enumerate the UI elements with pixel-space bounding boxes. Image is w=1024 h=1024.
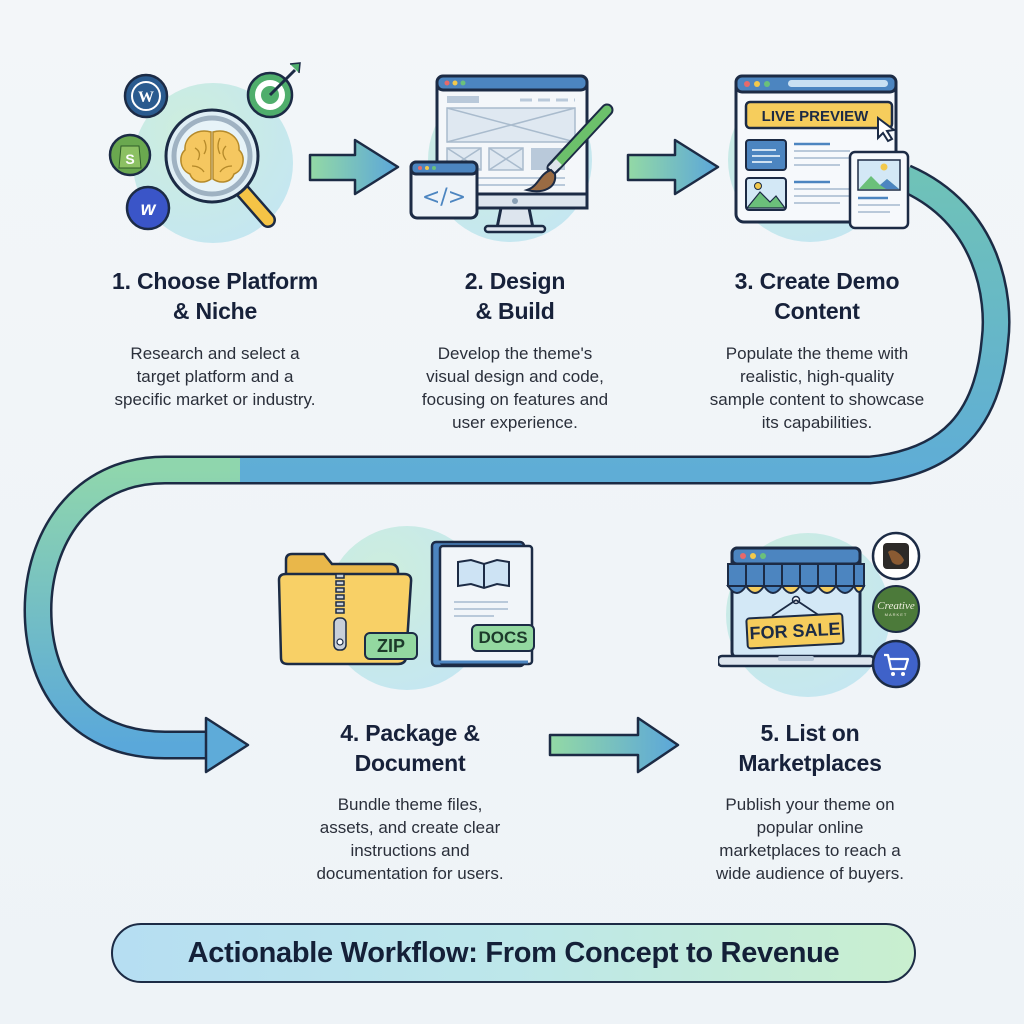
creative-market-icon: Creative MARKET <box>872 585 920 633</box>
curve-left <box>23 455 250 774</box>
creative-market-sublabel: MARKET <box>884 611 908 617</box>
step3-title: 3. Create Demo Content <box>734 268 900 324</box>
zip-label: ZIP <box>364 632 418 660</box>
svg-text:w: w <box>141 199 157 220</box>
step4-title: 4. Package & Document <box>340 720 480 776</box>
banner-text: Actionable Workflow: From Concept to Rev… <box>187 936 840 969</box>
arrow-2-3 <box>626 138 720 196</box>
docs-book-icon <box>430 540 534 668</box>
step1-title: 1. Choose Platform & Niche <box>112 268 318 324</box>
webflow-icon: w <box>125 185 171 231</box>
svg-text:W: W <box>138 89 154 106</box>
step3-description: Populate the theme with realistic, high-… <box>709 344 925 432</box>
arrow-1-2 <box>308 138 400 196</box>
svg-text:</>: </> <box>422 185 466 210</box>
paintbrush-icon <box>523 103 614 193</box>
target-icon <box>246 62 301 119</box>
mobile-card-icon <box>848 150 910 230</box>
step2-description: Develop the theme's visual design and co… <box>421 344 609 432</box>
browser-preview-icon: LIVE PREVIEW <box>734 74 910 230</box>
awning-icon <box>726 563 866 594</box>
shopify-icon: S <box>108 133 152 177</box>
step1-description: Research and select a target platform an… <box>114 344 316 409</box>
wordpress-icon: W <box>123 73 169 119</box>
live-preview-label: LIVE PREVIEW <box>762 108 870 125</box>
workflow-banner: Actionable Workflow: From Concept to Rev… <box>111 923 916 983</box>
step5-title: 5. List on Marketplaces <box>738 720 882 776</box>
code-window-icon: </> <box>409 160 479 220</box>
magnifier-brain-icon: W S w <box>108 62 301 231</box>
creative-market-label: Creative <box>877 599 915 612</box>
cart-icon <box>871 639 921 689</box>
docs-label: DOCS <box>471 624 535 652</box>
step4-description: Bundle theme files, assets, and create c… <box>316 795 504 883</box>
step5-description: Publish your theme on popular online mar… <box>715 795 905 883</box>
step2-title: 2. Design & Build <box>464 268 566 324</box>
for-sale-sign: FOR SALE <box>745 612 845 650</box>
curve-right <box>230 164 1011 485</box>
monitor-wireframe-icon: </> <box>409 74 614 234</box>
themeforest-icon <box>871 531 921 581</box>
arrow-4-5 <box>548 716 680 774</box>
storefront-laptop-icon <box>718 546 876 668</box>
svg-text:S: S <box>125 151 134 167</box>
brain-icon <box>180 130 244 183</box>
